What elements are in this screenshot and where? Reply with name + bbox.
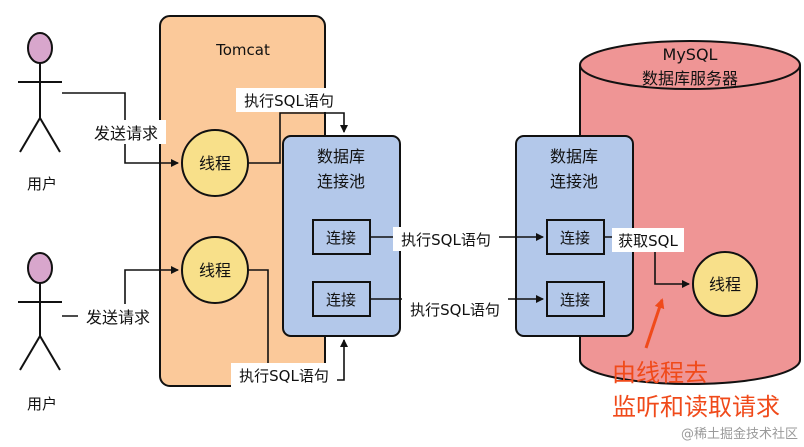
thread-2-label: 线程	[199, 261, 231, 280]
pool-left-conn2: 连接	[326, 291, 356, 309]
annotation-line2: 监听和读取请求	[612, 393, 780, 421]
edge-label-fetch-sql: 获取SQL	[612, 228, 684, 252]
edge-label-exec-bottom: 执行SQL语句	[231, 363, 337, 387]
svg-text:执行SQL语句: 执行SQL语句	[410, 301, 500, 319]
edge-label-send-1: 发送请求	[86, 120, 166, 144]
edge-label-exec-mid1: 执行SQL语句	[393, 227, 499, 251]
user-1-label: 用户	[27, 175, 57, 193]
svg-text:获取SQL: 获取SQL	[618, 232, 678, 250]
annotation-arrow	[644, 298, 665, 349]
svg-text:执行SQL语句: 执行SQL语句	[401, 231, 491, 249]
thread-2: 线程	[181, 236, 249, 304]
svg-text:发送请求: 发送请求	[86, 308, 150, 327]
svg-text:执行SQL语句: 执行SQL语句	[239, 367, 329, 385]
connection-pool-right: 数据库 连接池 连接 连接	[515, 135, 634, 337]
connection-pool-left: 数据库 连接池 连接 连接	[282, 135, 401, 337]
thread-3-label: 线程	[709, 275, 741, 294]
mysql-title-line2: 数据库服务器	[642, 69, 738, 88]
user-2-label: 用户	[27, 395, 57, 413]
svg-text:执行SQL语句: 执行SQL语句	[244, 92, 334, 110]
annotation-line1: 由线程去	[612, 359, 708, 387]
pool-right-title-line1: 数据库	[550, 147, 598, 166]
pool-left-title-line2: 连接池	[317, 172, 365, 191]
edge-label-exec-top: 执行SQL语句	[236, 88, 342, 112]
pool-right-conn2: 连接	[560, 291, 590, 309]
edge-label-send-2: 发送请求	[78, 304, 158, 328]
tomcat-title: Tomcat	[215, 41, 270, 59]
user-1-icon	[18, 32, 62, 153]
pool-right-conn2-box	[546, 281, 605, 317]
edge-label-exec-mid2: 执行SQL语句	[402, 297, 508, 321]
watermark: @稀土掘金技术社区	[681, 426, 798, 442]
pool-left-title-line1: 数据库	[317, 147, 365, 166]
pool-right-title-line2: 连接池	[550, 172, 598, 191]
thread-3: 线程	[692, 251, 758, 317]
pool-right-conn1-box	[546, 219, 605, 255]
pool-left-conn1: 连接	[326, 229, 356, 247]
thread-1: 线程	[181, 129, 249, 197]
thread-1-label: 线程	[199, 154, 231, 173]
user-2-icon	[18, 252, 62, 371]
mysql-title-line1: MySQL	[663, 45, 718, 64]
svg-text:发送请求: 发送请求	[94, 124, 158, 143]
pool-right-conn1: 连接	[560, 229, 590, 247]
